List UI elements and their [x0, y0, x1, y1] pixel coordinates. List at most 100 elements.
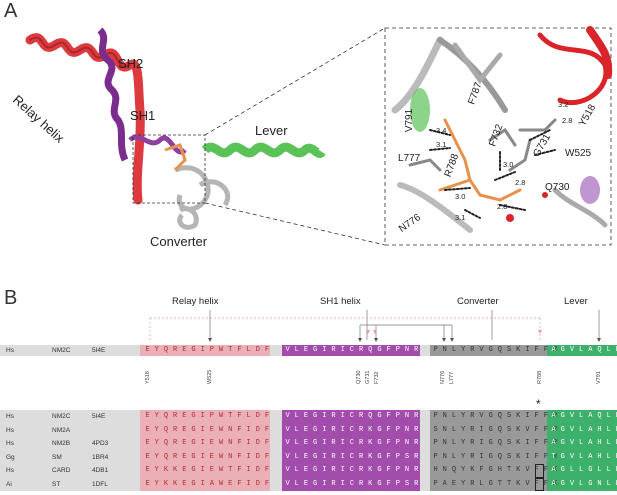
- residue-letter: I: [340, 346, 345, 354]
- residue-letter: Y: [154, 346, 159, 354]
- residue-letter: F: [479, 466, 484, 474]
- residue-letter: V: [479, 412, 484, 420]
- residue-letter: Q: [597, 346, 602, 354]
- residue-letter: G: [313, 346, 318, 354]
- residue-letter: F: [264, 439, 270, 447]
- ligand-sticks: [164, 143, 187, 172]
- residue-letter: T: [228, 346, 233, 354]
- residue-letter: V: [285, 452, 290, 461]
- residue-label: F732: [374, 371, 380, 384]
- residue-letter: R: [552, 425, 558, 434]
- residue-letter: Y: [154, 439, 159, 447]
- residue-letter: C: [349, 466, 354, 474]
- residue-letter: C: [349, 412, 354, 420]
- residue-letter: W: [218, 466, 224, 474]
- residue-letter: Q: [451, 466, 457, 474]
- residue-letter: N: [228, 425, 233, 434]
- residue-letter: E: [613, 452, 617, 463]
- residue-letter: Y: [461, 466, 466, 474]
- residue-letter: N: [442, 346, 447, 354]
- residue-letter: Q: [163, 439, 169, 447]
- residue-letter: Q: [597, 412, 602, 420]
- residue-letter: A: [551, 425, 556, 434]
- residue-letter: C: [349, 425, 354, 434]
- residue-letter: D: [255, 346, 260, 354]
- residue-letter: L: [451, 439, 457, 447]
- residue-letter: F: [543, 452, 548, 461]
- residue-letter: L: [294, 412, 299, 420]
- residue-letter: Q: [497, 439, 502, 447]
- residue-letter: G: [313, 466, 318, 474]
- residue-letter: W: [218, 412, 224, 420]
- residue-letter: I: [340, 452, 345, 461]
- residue-letter: E: [182, 479, 187, 488]
- distance-label: 3.1: [455, 213, 466, 222]
- residue-letter: S: [404, 452, 410, 461]
- residue-letter: N: [404, 466, 410, 474]
- lever-sequence: AGVLAQLE: [549, 345, 617, 356]
- residue-letter: F: [534, 452, 539, 461]
- residue-letter: I: [525, 346, 530, 354]
- residue-letter: P: [395, 439, 400, 447]
- residue-letter: V: [285, 466, 290, 474]
- residue-letter: P: [395, 425, 400, 434]
- highlight-box: [535, 464, 544, 478]
- residue-letter: E: [145, 412, 150, 420]
- lever-sequence: AGVLGNLE: [549, 479, 617, 490]
- residue-letter: R: [331, 439, 336, 447]
- residue-letter: F: [534, 439, 539, 447]
- residue-letter: R: [470, 346, 475, 354]
- residue-label: Y518: [145, 371, 151, 384]
- residue-letter: L: [579, 452, 584, 461]
- residue-label: Q730: [356, 370, 362, 384]
- residue-letter: F: [534, 479, 539, 488]
- distance-label: 3.4: [436, 126, 447, 135]
- residue-letter: F: [543, 412, 548, 420]
- residue-letter: E: [613, 345, 617, 356]
- residue-letter: E: [145, 479, 150, 488]
- residue-letter: Y: [461, 439, 466, 447]
- residue-label: V791: [596, 371, 602, 384]
- sh1-helix-ribbon: [128, 134, 187, 155]
- species: Hs: [6, 347, 14, 354]
- residue-letter: N: [228, 452, 233, 461]
- residue-letter: A: [551, 439, 556, 447]
- residue-letter: G: [560, 346, 565, 354]
- residue-letter: K: [173, 466, 178, 474]
- residue-letter: R: [470, 412, 475, 420]
- residue-letter: E: [145, 466, 150, 474]
- residue-letter: L: [246, 412, 251, 420]
- residue-letter: V: [569, 425, 575, 434]
- residue-letter: H: [597, 425, 602, 434]
- species: Hs: [6, 413, 14, 420]
- residue-letter: Q: [497, 412, 502, 420]
- residue-letter: F: [386, 425, 391, 434]
- residue-letter: Y: [154, 452, 159, 461]
- residue-letter: W: [218, 439, 224, 447]
- residue-letter: Y: [461, 479, 466, 488]
- residue-letter: E: [613, 465, 617, 476]
- residue-letter: K: [368, 452, 373, 461]
- residue-label: W525: [207, 369, 213, 384]
- pdb-id: 1BR4: [92, 453, 109, 461]
- relay-helix-ribbon: [25, 33, 145, 205]
- residue-letter: E: [182, 425, 187, 434]
- residue-letter: R: [331, 479, 336, 488]
- residue-letter: N: [442, 452, 447, 461]
- residue-letter: A: [551, 466, 556, 474]
- residue-letter: P: [395, 466, 400, 474]
- residue-letter: F: [386, 412, 391, 420]
- residue-letter: G: [191, 346, 196, 354]
- residue-label: R788: [537, 370, 543, 384]
- residue-letter: L: [294, 346, 299, 354]
- residue-letter: R: [414, 479, 419, 488]
- residue-letter: K: [173, 479, 178, 488]
- residue-letter: H: [497, 466, 502, 474]
- residue-letter: P: [209, 346, 214, 354]
- residue-letter: E: [182, 466, 187, 474]
